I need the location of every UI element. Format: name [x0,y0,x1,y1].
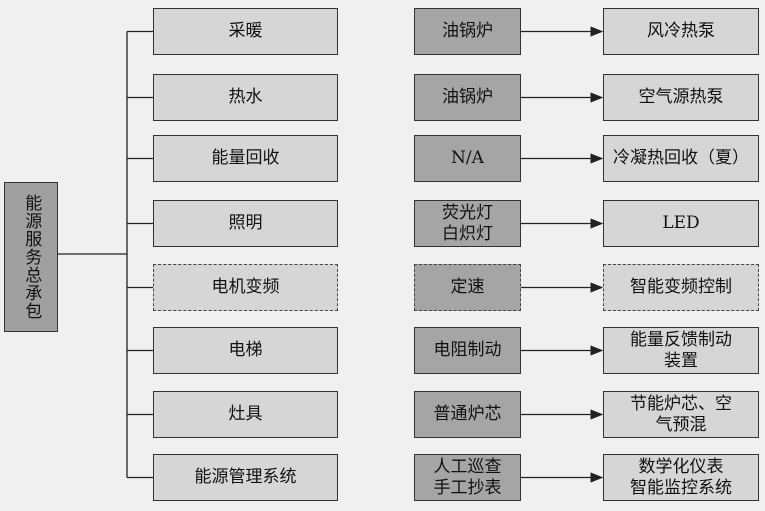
before-box-text: 白炽灯 [442,223,493,244]
after-box-text: 风冷热泵 [647,21,715,42]
after-box-text: 数学化仪表 [638,457,724,478]
after-box-text: 能量反馈制动 [630,330,732,351]
category-box: 照明 [153,200,338,247]
before-box: N/A [414,135,521,182]
before-box: 油锅炉 [414,8,521,55]
category-box: 电机变频 [153,264,338,311]
before-box: 荧光灯白炽灯 [414,200,521,247]
category-box: 能量回收 [153,135,338,182]
after-box-text: 装置 [664,350,698,371]
after-box-text: 气预混 [655,414,707,435]
before-box-text: 定速 [450,277,485,298]
after-box: 风冷热泵 [603,8,759,55]
before-box-text: 人工巡查 [433,457,502,478]
after-box: 数学化仪表智能监控系统 [603,454,759,501]
before-box: 油锅炉 [414,74,521,121]
after-box: 空气源热泵 [603,74,759,121]
category-box: 热水 [153,74,338,121]
after-box-text: 空气源热泵 [638,87,724,108]
after-box: LED [603,200,759,247]
after-box: 能量反馈制动装置 [603,327,759,374]
before-box: 人工巡查手工抄表 [414,454,521,501]
before-box-text: 荧光灯 [442,203,493,224]
before-box-text: 电阻制动 [433,340,502,361]
after-box-text: 智能监控系统 [630,477,732,498]
before-box: 普通炉芯 [414,391,521,438]
category-box: 能源管理系统 [153,454,338,501]
before-box: 定速 [414,264,521,311]
after-box-text: LED [662,213,700,234]
after-box: 智能变频控制 [603,264,759,311]
before-box-text: N/A [451,148,484,169]
before-box-text: 油锅炉 [442,87,493,108]
after-box: 节能炉芯、空气预混 [603,391,759,438]
after-box-text: 冷凝热回收（夏） [613,148,749,169]
category-box: 电梯 [153,327,338,374]
after-box-text: 节能炉芯、空 [630,394,732,415]
root-node: 能源服务总承包 [4,182,58,332]
before-box-text: 油锅炉 [442,21,493,42]
category-box: 灶具 [153,391,338,438]
after-box-text: 智能变频控制 [630,277,732,298]
before-box-text: 手工抄表 [433,477,502,498]
category-box: 采暖 [153,8,338,55]
after-box: 冷凝热回收（夏） [603,135,759,182]
before-box: 电阻制动 [414,327,521,374]
before-box-text: 普通炉芯 [433,404,502,425]
